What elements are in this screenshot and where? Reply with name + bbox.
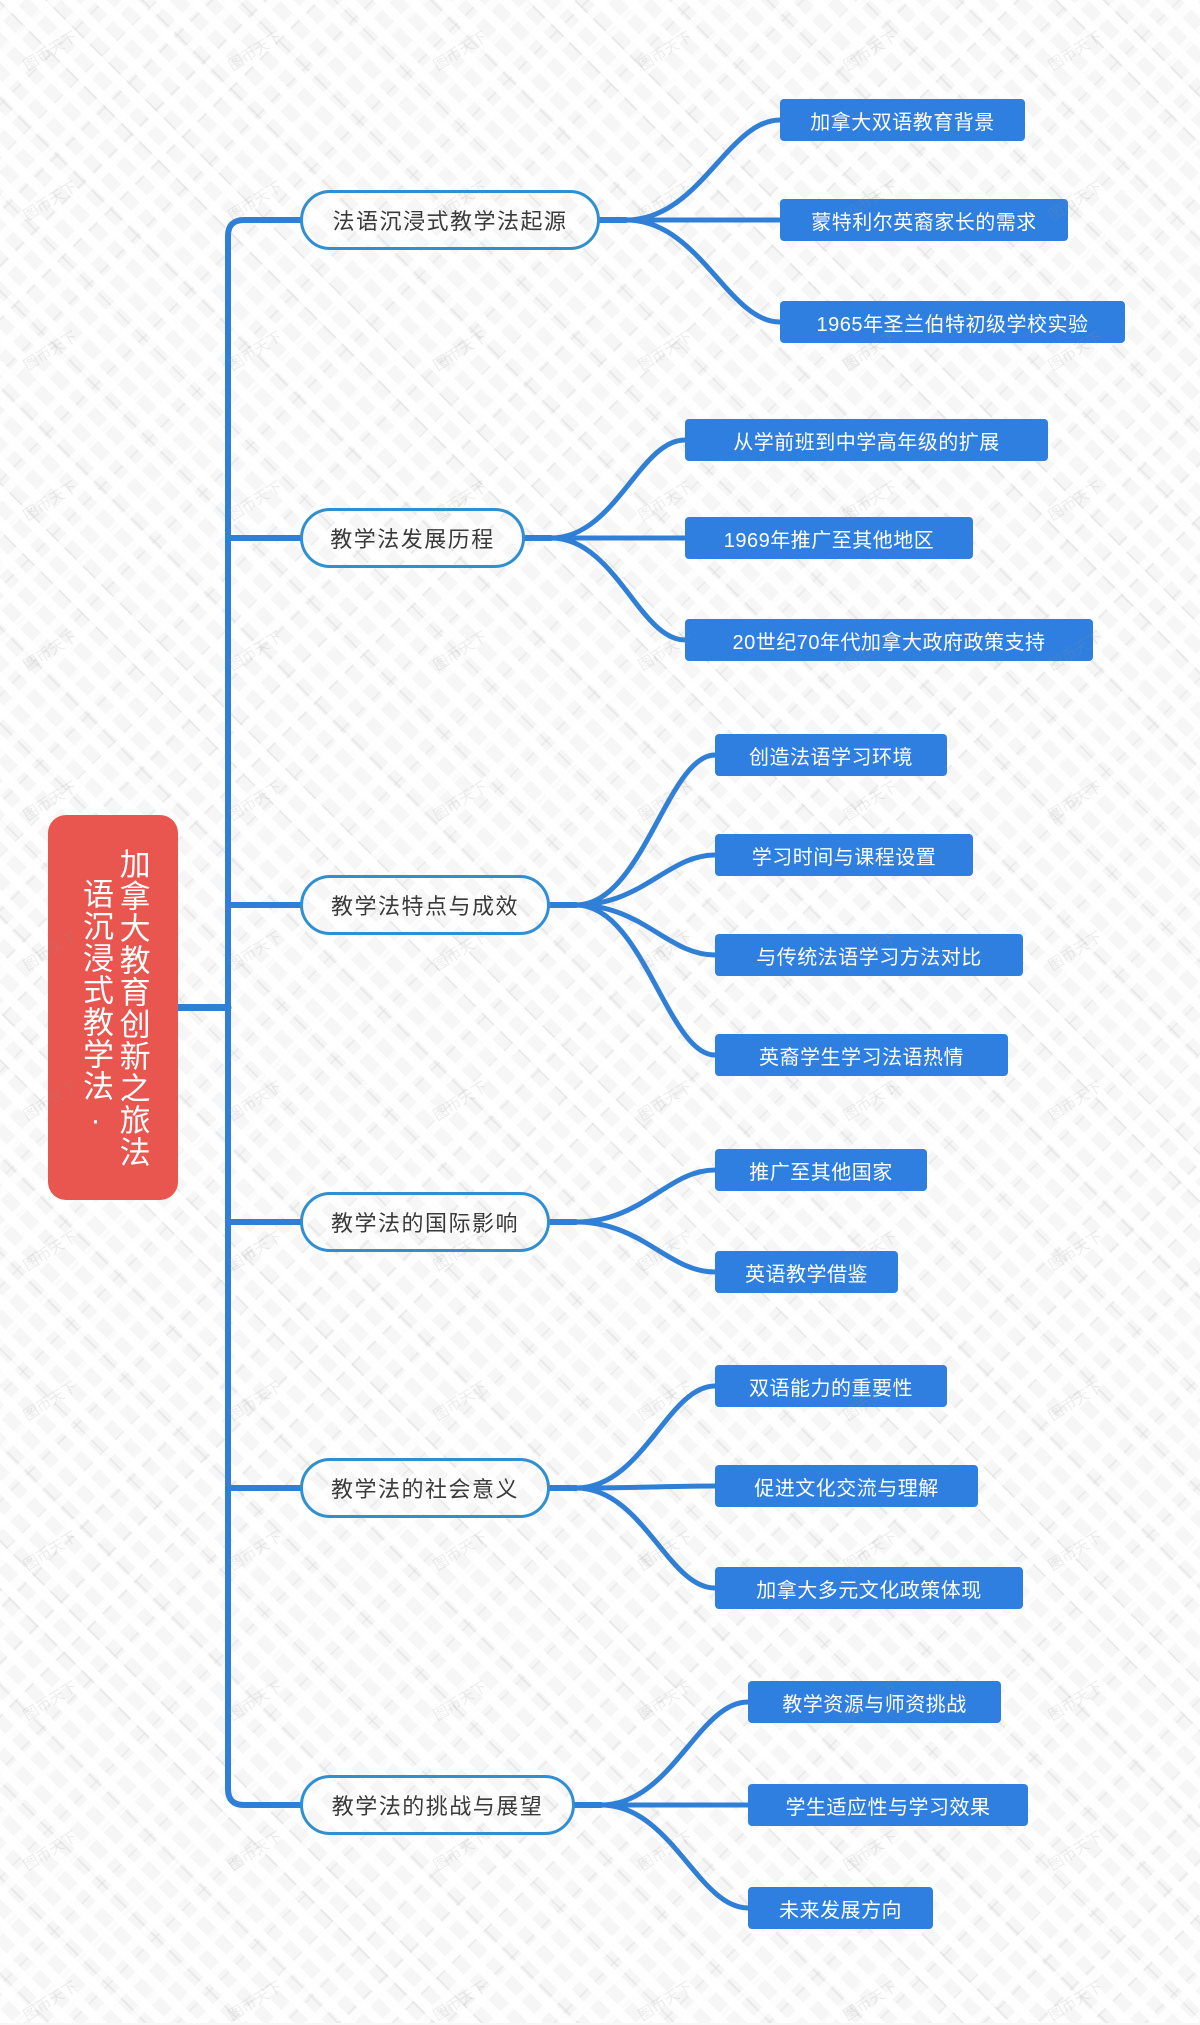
leaf-node-label: 20世纪70年代加拿大政府政策支持	[732, 631, 1046, 654]
branch-node-5[interactable]: 教学法的社会意义	[300, 1458, 550, 1518]
leaf-node-label: 英裔学生学习法语热情	[759, 1046, 964, 1069]
branch-node-2[interactable]: 教学法发展历程	[300, 508, 525, 568]
leaf-node-label: 1965年圣兰伯特初级学校实验	[816, 313, 1089, 336]
branch-node-6[interactable]: 教学法的挑战与展望	[300, 1775, 575, 1835]
branch-node-label: 法语沉浸式教学法起源	[332, 209, 568, 234]
leaf-node-label: 未来发展方向	[779, 1899, 902, 1922]
leaf-node-6-3[interactable]: 未来发展方向	[748, 1887, 933, 1929]
leaf-node-label: 1969年推广至其他地区	[723, 529, 935, 552]
leaf-node-6-1[interactable]: 教学资源与师资挑战	[748, 1681, 1001, 1723]
root-node-label: 加拿大教育创新之旅法语沉浸式教学法·	[78, 847, 150, 1168]
leaf-node-label: 加拿大双语教育背景	[810, 111, 995, 134]
leaf-node-label: 创造法语学习环境	[749, 746, 913, 769]
leaf-node-5-2[interactable]: 促进文化交流与理解	[715, 1465, 978, 1507]
branch-node-label: 教学法特点与成效	[330, 894, 519, 919]
branch-node-label: 教学法的国际影响	[330, 1211, 519, 1236]
leaf-node-label: 与传统法语学习方法对比	[756, 946, 982, 969]
branch-node-4[interactable]: 教学法的国际影响	[300, 1192, 550, 1252]
leaf-node-2-2[interactable]: 1969年推广至其他地区	[685, 517, 973, 559]
leaf-node-1-3[interactable]: 1965年圣兰伯特初级学校实验	[780, 301, 1125, 343]
branch-node-label: 教学法的社会意义	[330, 1477, 519, 1502]
leaf-node-label: 双语能力的重要性	[749, 1377, 913, 1400]
branch-node-label: 教学法的挑战与展望	[331, 1794, 544, 1819]
leaf-node-label: 推广至其他国家	[749, 1161, 893, 1184]
branch-node-3[interactable]: 教学法特点与成效	[300, 875, 550, 935]
leaf-node-label: 教学资源与师资挑战	[782, 1693, 967, 1716]
branch-node-label: 教学法发展历程	[330, 527, 495, 552]
leaf-node-6-2[interactable]: 学生适应性与学习效果	[748, 1784, 1028, 1826]
leaf-node-label: 从学前班到中学高年级的扩展	[733, 431, 1000, 454]
leaf-node-label: 促进文化交流与理解	[754, 1477, 939, 1500]
leaf-node-4-1[interactable]: 推广至其他国家	[715, 1149, 927, 1191]
leaf-node-1-2[interactable]: 蒙特利尔英裔家长的需求	[780, 199, 1068, 241]
leaf-node-3-3[interactable]: 与传统法语学习方法对比	[715, 934, 1023, 976]
leaf-node-1-1[interactable]: 加拿大双语教育背景	[780, 99, 1025, 141]
leaf-node-label: 英语教学借鉴	[745, 1263, 868, 1286]
leaf-node-3-4[interactable]: 英裔学生学习法语热情	[715, 1034, 1008, 1076]
leaf-node-label: 学生适应性与学习效果	[785, 1796, 991, 1819]
leaf-node-4-2[interactable]: 英语教学借鉴	[715, 1251, 898, 1293]
branch-node-1[interactable]: 法语沉浸式教学法起源	[300, 190, 600, 250]
leaf-node-2-1[interactable]: 从学前班到中学高年级的扩展	[685, 419, 1048, 461]
leaf-node-label: 加拿大多元文化政策体现	[756, 1579, 982, 1602]
leaf-node-2-3[interactable]: 20世纪70年代加拿大政府政策支持	[685, 619, 1093, 661]
leaf-node-3-1[interactable]: 创造法语学习环境	[715, 734, 947, 776]
leaf-node-5-3[interactable]: 加拿大多元文化政策体现	[715, 1567, 1023, 1609]
leaf-node-5-1[interactable]: 双语能力的重要性	[715, 1365, 947, 1407]
leaf-node-label: 学习时间与课程设置	[751, 846, 937, 869]
leaf-node-3-2[interactable]: 学习时间与课程设置	[715, 834, 973, 876]
root-node[interactable]: 加拿大教育创新之旅法语沉浸式教学法·	[48, 815, 178, 1200]
leaf-node-label: 蒙特利尔英裔家长的需求	[811, 211, 1037, 234]
